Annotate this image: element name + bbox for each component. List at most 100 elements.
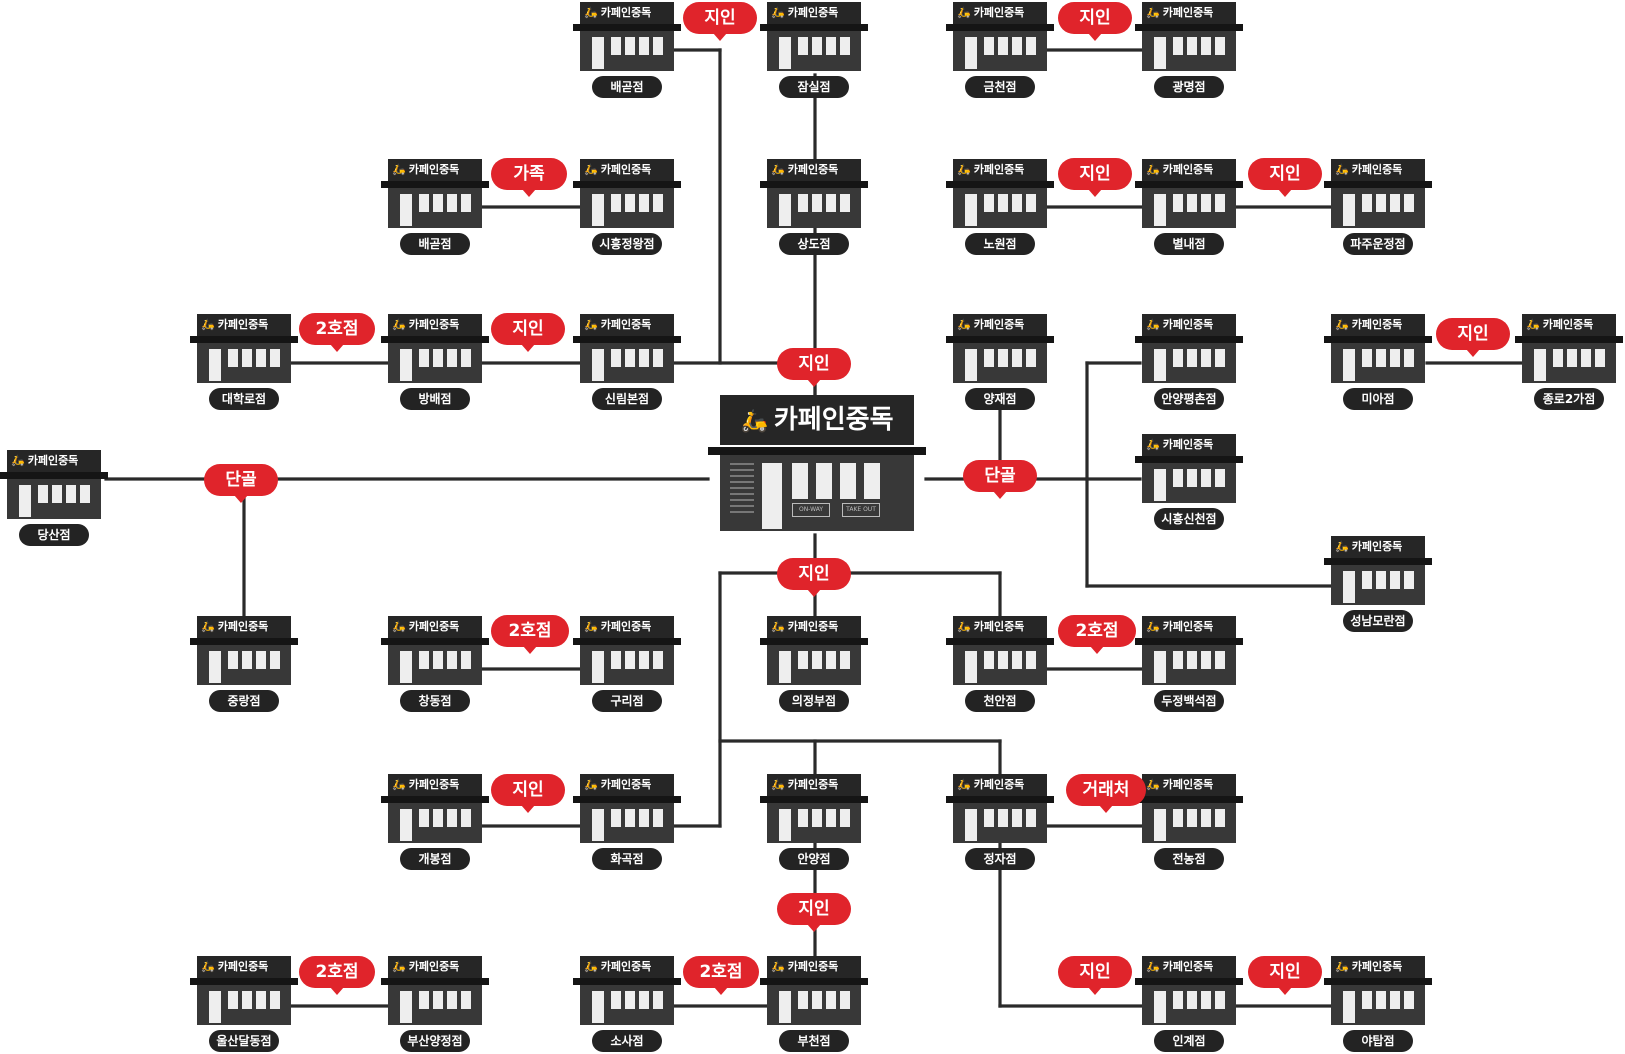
store-brand: 카페인중독 bbox=[600, 778, 652, 791]
store-window bbox=[433, 809, 443, 827]
scooter-icon: 🛵 bbox=[771, 163, 785, 176]
relation-tag: 지인 bbox=[491, 774, 565, 813]
store-window bbox=[639, 37, 649, 55]
store-window bbox=[1215, 349, 1225, 367]
scooter-icon: 🛵 bbox=[392, 620, 406, 633]
store-window bbox=[1201, 194, 1211, 212]
store-window bbox=[998, 651, 1008, 669]
store-facade bbox=[1142, 31, 1236, 71]
store-window bbox=[242, 991, 252, 1009]
store-sign: 🛵카페인중독 bbox=[388, 774, 482, 796]
store-name-label: 울산달동점 bbox=[209, 1030, 279, 1052]
store-facade bbox=[580, 985, 674, 1025]
store-window bbox=[270, 991, 280, 1009]
store-window bbox=[1187, 809, 1197, 827]
store-sign: 🛵카페인중독 bbox=[767, 956, 861, 978]
store-sign: 🛵카페인중독 bbox=[580, 2, 674, 24]
store-facade bbox=[197, 343, 291, 383]
store-window bbox=[419, 194, 429, 212]
store-window bbox=[1012, 349, 1022, 367]
store-door bbox=[209, 651, 221, 683]
store-window bbox=[1187, 651, 1197, 669]
store-door bbox=[592, 991, 604, 1023]
store-window bbox=[1215, 809, 1225, 827]
relation-tag: 지인 bbox=[1058, 158, 1132, 197]
store-window bbox=[812, 991, 822, 1009]
store-brand: 카페인중독 bbox=[408, 318, 460, 331]
store-window bbox=[1173, 469, 1183, 487]
store-facade bbox=[767, 803, 861, 843]
store-brand: 카페인중독 bbox=[27, 454, 79, 467]
store-brand: 카페인중독 bbox=[600, 6, 652, 19]
store-name-label: 시흥정왕점 bbox=[592, 233, 662, 255]
store-window bbox=[461, 349, 471, 367]
store-window bbox=[653, 349, 663, 367]
hq-brand: 카페인중독 bbox=[773, 405, 894, 435]
store-awning bbox=[573, 978, 681, 985]
store-brand: 카페인중독 bbox=[1162, 163, 1214, 176]
scooter-icon: 🛵 bbox=[1146, 960, 1160, 973]
store-door bbox=[965, 349, 977, 381]
store-name-label: 의정부점 bbox=[779, 690, 849, 712]
store-name-label: 부천점 bbox=[779, 1030, 849, 1052]
store-window bbox=[625, 37, 635, 55]
store-sign: 🛵카페인중독 bbox=[953, 314, 1047, 336]
store-awning bbox=[760, 638, 868, 645]
store-window bbox=[419, 809, 429, 827]
store-door bbox=[1534, 349, 1546, 381]
store-facade bbox=[388, 188, 482, 228]
store-window bbox=[419, 991, 429, 1009]
store-awning bbox=[1324, 978, 1432, 985]
store-sign: 🛵카페인중독 bbox=[1142, 956, 1236, 978]
store-awning bbox=[946, 24, 1054, 31]
scooter-icon: 🛵 bbox=[1146, 778, 1160, 791]
store-sign: 🛵카페인중독 bbox=[953, 2, 1047, 24]
store-facade bbox=[580, 343, 674, 383]
store-door bbox=[1154, 991, 1166, 1023]
store-window bbox=[242, 651, 252, 669]
store-facade bbox=[1522, 343, 1616, 383]
store-name-label: 안양평촌점 bbox=[1154, 388, 1224, 410]
store-window bbox=[1376, 991, 1386, 1009]
store-window bbox=[1595, 349, 1605, 367]
store-window bbox=[1404, 991, 1414, 1009]
store-brand: 카페인중독 bbox=[1162, 6, 1214, 19]
store-window bbox=[812, 651, 822, 669]
store-window bbox=[1581, 349, 1591, 367]
store-window bbox=[653, 194, 663, 212]
store-sign: 🛵카페인중독 bbox=[953, 616, 1047, 638]
store-door bbox=[779, 194, 791, 226]
store-name-label: 양재점 bbox=[965, 388, 1035, 410]
store-window bbox=[653, 651, 663, 669]
store-window bbox=[653, 809, 663, 827]
store-facade bbox=[1142, 343, 1236, 383]
store-window bbox=[1173, 37, 1183, 55]
store-window bbox=[447, 809, 457, 827]
store-door bbox=[1343, 571, 1355, 603]
store-window bbox=[1173, 651, 1183, 669]
store-window bbox=[80, 485, 90, 503]
store-awning bbox=[0, 472, 108, 479]
store-window bbox=[1187, 194, 1197, 212]
store-window bbox=[984, 651, 994, 669]
store-sign: 🛵카페인중독 bbox=[1142, 314, 1236, 336]
store-window bbox=[840, 651, 850, 669]
store-brand: 카페인중독 bbox=[408, 163, 460, 176]
store-door bbox=[779, 37, 791, 69]
store-awning bbox=[946, 638, 1054, 645]
store-awning bbox=[190, 336, 298, 343]
store-window bbox=[611, 991, 621, 1009]
scooter-icon: 🛵 bbox=[584, 318, 598, 331]
store-window bbox=[1404, 194, 1414, 212]
